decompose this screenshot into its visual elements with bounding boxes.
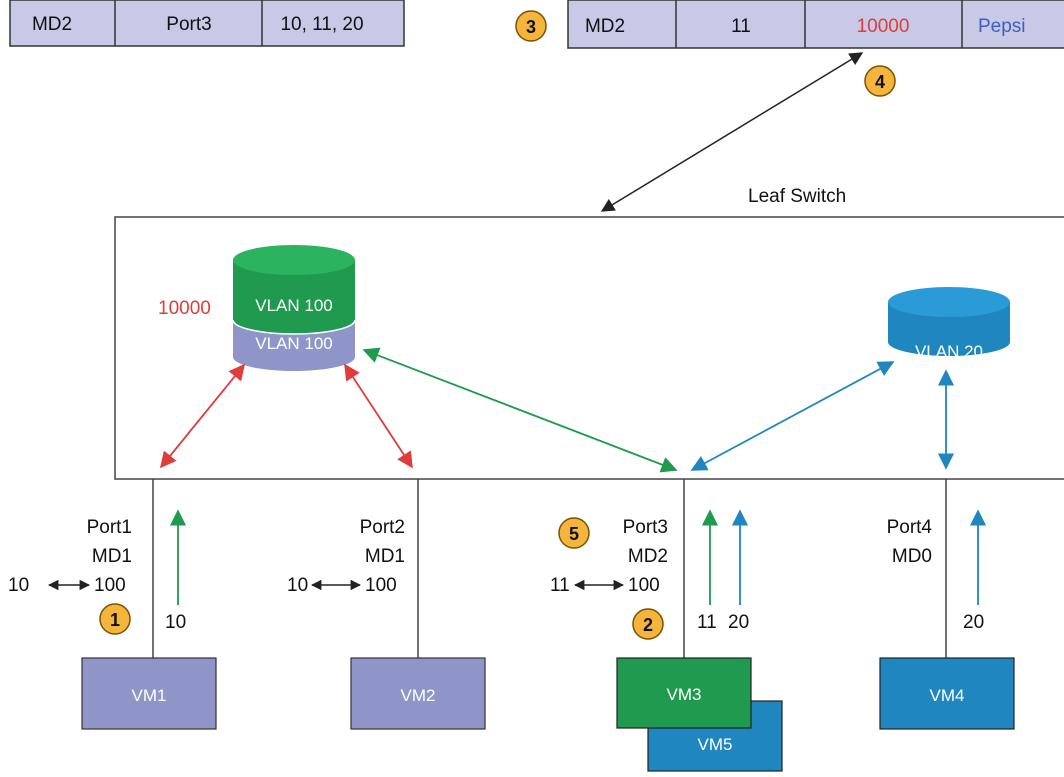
svg-text:11: 11: [550, 575, 570, 596]
svg-text:1: 1: [110, 610, 120, 630]
step-badge-3: 3: [515, 10, 547, 42]
step-badge-5: 5: [558, 517, 590, 549]
svg-text:MD1: MD1: [92, 546, 132, 567]
top-left-cell-port: Port3: [166, 14, 211, 35]
vm2-vlan-arrow: [344, 363, 413, 469]
step-badge-4: 4: [864, 65, 896, 97]
svg-text:VM5: VM5: [698, 735, 733, 754]
svg-text:MD2: MD2: [628, 546, 668, 567]
vlan100-top-label: VLAN 100: [255, 296, 333, 315]
leaf-switch-box: [114, 216, 1064, 480]
svg-text:10: 10: [8, 575, 29, 596]
vm3-uplink-label-b: 20: [728, 612, 749, 633]
table-to-switch-arrow: [600, 52, 864, 212]
vm1-box: VM1: [81, 657, 217, 730]
vlan100-stack: VLAN 100 VLAN 100: [232, 245, 356, 371]
svg-text:Port3: Port3: [623, 517, 668, 538]
svg-text:VM1: VM1: [132, 686, 167, 705]
top-right-table: MD2 11 10000 Pepsi: [567, 0, 1064, 49]
top-left-cell-vlans: 10, 11, 20: [280, 14, 363, 35]
vlan20-label: VLAN 20: [915, 342, 983, 361]
step-badge-1: 1: [99, 603, 131, 635]
vm2-box: VM2: [350, 657, 486, 730]
top-right-cell-vni: 10000: [857, 16, 910, 37]
vlan100-vni-label: 10000: [158, 298, 211, 319]
svg-text:VM4: VM4: [930, 686, 965, 705]
vlan100-bottom-label: VLAN 100: [255, 334, 333, 353]
svg-text:Port4: Port4: [887, 517, 933, 538]
svg-text:100: 100: [628, 575, 660, 596]
top-right-cell-md: MD2: [585, 16, 625, 37]
port2-labels: Port2 MD1 10 100: [287, 517, 405, 596]
leaf-switch-label: Leaf Switch: [748, 186, 846, 207]
vlan20-cylinder: VLAN 20: [888, 287, 1010, 361]
top-right-cell-tenant: Pepsi: [978, 16, 1026, 37]
svg-text:VM3: VM3: [667, 685, 702, 704]
top-left-cell-md: MD2: [32, 14, 72, 35]
vm1-uplink-label: 10: [165, 612, 186, 633]
svg-text:MD0: MD0: [892, 546, 932, 567]
svg-text:4: 4: [875, 72, 885, 92]
port3-labels: Port3 MD2 11 100: [550, 517, 668, 596]
svg-text:Port1: Port1: [87, 517, 132, 538]
step-badge-2: 2: [632, 608, 664, 640]
vm1-vlan-arrow: [159, 363, 246, 469]
port4-labels: Port4 MD0: [887, 517, 933, 567]
vm3-uplink-label-a: 11: [697, 612, 717, 633]
svg-text:VM2: VM2: [401, 686, 436, 705]
svg-text:MD1: MD1: [365, 546, 405, 567]
svg-text:2: 2: [643, 615, 653, 635]
svg-text:100: 100: [365, 575, 397, 596]
vm4-box: VM4: [879, 657, 1015, 730]
vm3-box: VM3: [616, 657, 752, 729]
top-left-table: MD2 Port3 10, 11, 20: [9, 0, 405, 47]
svg-text:10: 10: [287, 575, 308, 596]
vm3-vlan20-arrow: [690, 361, 895, 471]
top-right-cell-vlan: 11: [731, 16, 751, 37]
svg-text:Port2: Port2: [360, 517, 405, 538]
svg-text:3: 3: [526, 17, 536, 37]
svg-text:100: 100: [94, 575, 126, 596]
svg-text:5: 5: [569, 524, 579, 544]
port1-labels: Port1 MD1 10 100: [8, 517, 132, 596]
vm4-uplink-label: 20: [963, 612, 984, 633]
vm3-vlan100-arrow: [362, 347, 678, 473]
